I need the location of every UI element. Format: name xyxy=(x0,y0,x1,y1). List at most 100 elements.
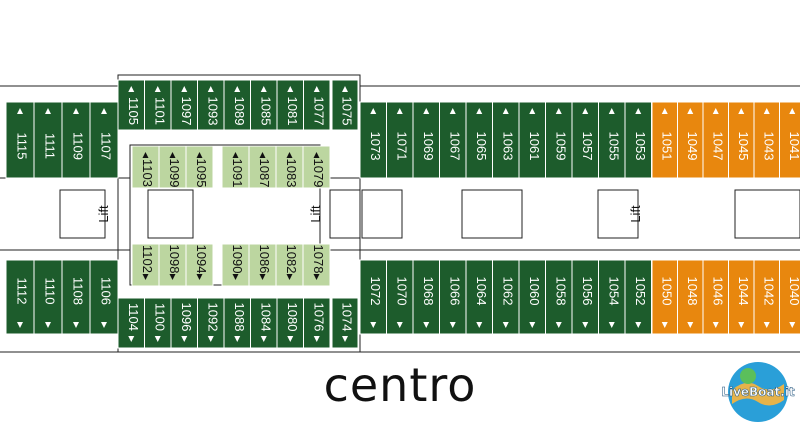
cabin-number: 1094 xyxy=(194,245,209,274)
cabin-number: 1057 xyxy=(580,132,595,161)
cabin-number: 1040 xyxy=(787,277,800,306)
cabin-number: 1049 xyxy=(685,132,700,161)
cabin-1046: 1046 xyxy=(702,259,729,335)
cabin-1094: 1094 xyxy=(185,243,214,287)
cabin-number: 1100 xyxy=(152,303,167,331)
cabin-1056: 1056 xyxy=(571,259,599,335)
cabin-number: 1065 xyxy=(474,132,489,161)
cabin-1051: 1051 xyxy=(651,101,678,179)
cabin-number: 1074 xyxy=(340,303,355,332)
cabin-1068: 1068 xyxy=(412,259,440,335)
cabin-number: 1063 xyxy=(500,132,515,161)
cabin-number: 1048 xyxy=(685,277,700,306)
cabin-number: 1066 xyxy=(447,277,462,306)
cabin-number: 1068 xyxy=(421,277,436,306)
cabin-1098: 1098 xyxy=(158,243,187,287)
cabin-1103: 1103 xyxy=(131,145,160,189)
cabin-number: 1088 xyxy=(232,303,247,332)
cabin-number: 1099 xyxy=(167,159,182,188)
cabin-number: 1093 xyxy=(205,97,220,126)
cabin-1053: 1053 xyxy=(624,101,652,179)
cabin-number: 1080 xyxy=(285,303,300,332)
cabin-1104: 1104 xyxy=(117,297,145,349)
cabin-1109: 1109 xyxy=(61,101,91,179)
cabin-number: 1051 xyxy=(659,132,674,161)
cabin-number: 1106 xyxy=(99,277,114,305)
cabin-number: 1089 xyxy=(232,97,247,126)
cabin-1095: 1095 xyxy=(185,145,214,189)
cabin-1070: 1070 xyxy=(386,259,414,335)
cabin-1077: 1077 xyxy=(303,79,331,131)
cabin-1082: 1082 xyxy=(275,243,304,287)
cabin-number: 1041 xyxy=(787,132,800,161)
cabin-number: 1081 xyxy=(285,97,300,126)
cabin-1048: 1048 xyxy=(677,259,704,335)
cabin-1105: 1105 xyxy=(117,79,145,131)
cabin-number: 1104 xyxy=(126,303,141,331)
cabin-number: 1069 xyxy=(421,132,436,161)
cabin-1047: 1047 xyxy=(702,101,729,179)
cabin-number: 1053 xyxy=(633,132,648,161)
cabin-number: 1115 xyxy=(15,133,30,160)
cabin-number: 1055 xyxy=(606,132,621,161)
cabin-1102: 1102 xyxy=(131,243,160,287)
cabin-number: 1102 xyxy=(140,245,155,273)
cabin-1065: 1065 xyxy=(465,101,493,179)
cabin-1087: 1087 xyxy=(248,145,277,189)
cabin-number: 1071 xyxy=(394,132,409,161)
cabin-number: 1092 xyxy=(205,303,220,332)
cabin-number: 1044 xyxy=(736,277,751,306)
cabin-1075: 1075 xyxy=(331,79,359,131)
lift-label: Lift xyxy=(96,205,111,223)
cabin-number: 1105 xyxy=(126,97,141,125)
cabin-1059: 1059 xyxy=(545,101,573,179)
cabin-number: 1079 xyxy=(311,159,326,188)
cabin-1045: 1045 xyxy=(728,101,755,179)
cabin-1067: 1067 xyxy=(439,101,467,179)
lift-label: Lift xyxy=(308,205,323,223)
cabin-1041: 1041 xyxy=(779,101,800,179)
cabin-number: 1101 xyxy=(152,97,167,125)
cabin-number: 1067 xyxy=(447,132,462,161)
cabin-number: 1084 xyxy=(258,303,273,332)
cabin-number: 1052 xyxy=(633,277,648,306)
cabin-1084: 1084 xyxy=(250,297,278,349)
cabin-number: 1110 xyxy=(43,278,58,305)
cabin-1043: 1043 xyxy=(753,101,780,179)
cabin-number: 1112 xyxy=(15,278,30,305)
cabin-number: 1108 xyxy=(71,277,86,305)
cabin-1063: 1063 xyxy=(492,101,520,179)
cabin-1066: 1066 xyxy=(439,259,467,335)
cabin-1058: 1058 xyxy=(545,259,573,335)
cabin-1069: 1069 xyxy=(412,101,440,179)
cabin-number: 1077 xyxy=(311,97,326,126)
cabin-number: 1075 xyxy=(340,97,355,126)
cabin-number: 1109 xyxy=(71,132,86,160)
cabin-number: 1061 xyxy=(527,132,542,161)
cabin-number: 1107 xyxy=(99,132,114,160)
cabin-number: 1087 xyxy=(257,159,272,188)
cabin-number: 1083 xyxy=(284,159,299,188)
cabin-1071: 1071 xyxy=(386,101,414,179)
cabin-1040: 1040 xyxy=(779,259,800,335)
cabin-1064: 1064 xyxy=(465,259,493,335)
cabin-1090: 1090 xyxy=(221,243,250,287)
cabin-1057: 1057 xyxy=(571,101,599,179)
cabin-1106: 1106 xyxy=(89,259,119,335)
cabin-1092: 1092 xyxy=(197,297,225,349)
cabin-1088: 1088 xyxy=(223,297,251,349)
cabin-1078: 1078 xyxy=(302,243,331,287)
cabin-1093: 1093 xyxy=(197,79,225,131)
cabin-1100: 1100 xyxy=(144,297,172,349)
cabin-number: 1095 xyxy=(194,159,209,188)
cabin-1072: 1072 xyxy=(359,259,387,335)
cabin-number: 1043 xyxy=(761,132,776,161)
cabin-1042: 1042 xyxy=(753,259,780,335)
cabin-number: 1103 xyxy=(140,159,155,187)
cabin-number: 1086 xyxy=(257,245,272,274)
cabin-number: 1045 xyxy=(736,132,751,161)
cabin-number: 1070 xyxy=(394,277,409,306)
cabin-1049: 1049 xyxy=(677,101,704,179)
